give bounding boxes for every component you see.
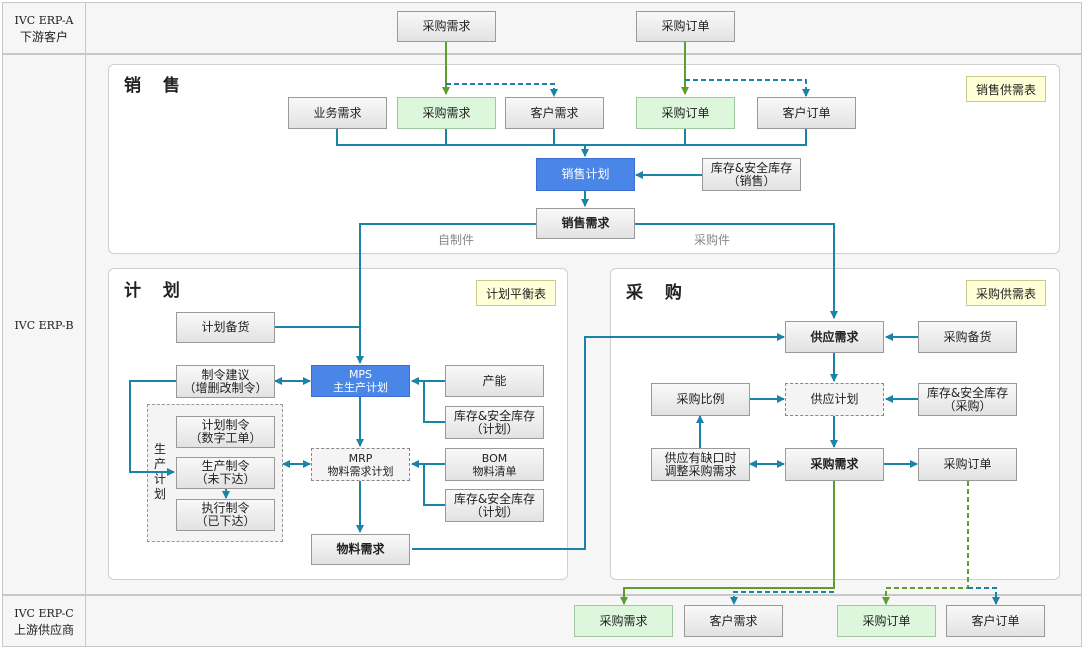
business-demand-box[interactable]: 业务需求 — [288, 97, 387, 129]
lane-a-code: IVC ERP-A — [3, 12, 85, 29]
purchase-order-box[interactable]: 采购订单 — [918, 448, 1017, 481]
purchase-title: 采 购 — [626, 283, 690, 303]
lane-a-code-text: IVC ERP-A — [14, 14, 74, 27]
lane-b-code-text: IVC ERP-B — [14, 319, 74, 332]
lane-c-code-text: IVC ERP-C — [14, 607, 74, 620]
lane-c-code: IVC ERP-C — [3, 605, 85, 622]
top-purchase-order-box[interactable]: 采购订单 — [636, 11, 735, 42]
supply-plan-box[interactable]: 供应计划 — [785, 383, 884, 416]
production-plan-group-label: 生产计划 — [153, 442, 166, 501]
inventory-purchase-box[interactable]: 库存&安全库存 （采购） — [918, 383, 1017, 416]
sales-customer-demand-box[interactable]: 客户需求 — [505, 97, 604, 129]
purchase-supply-demand-table-note[interactable]: 采购供需表 — [966, 280, 1046, 306]
order-suggestion-box[interactable]: 制令建议 （增删改制令） — [176, 365, 275, 398]
plan-title: 计 划 — [124, 281, 188, 301]
purchase-demand-box[interactable]: 采购需求 — [785, 448, 884, 481]
supplier-customer-order-box[interactable]: 客户订单 — [946, 605, 1045, 637]
lane-c-name: 上游供应商 — [13, 623, 74, 637]
lane-a-header: IVC ERP-A 下游客户 — [3, 3, 86, 53]
material-demand-box[interactable]: 物料需求 — [311, 534, 410, 565]
sales-purchase-order-box[interactable]: 采购订单 — [636, 97, 735, 129]
production-order-box[interactable]: 生产制令 （未下达） — [176, 457, 275, 489]
capacity-box[interactable]: 产能 — [445, 365, 544, 397]
mps-box[interactable]: MPS 主生产计划 — [311, 365, 410, 397]
plan-stock-box[interactable]: 计划备货 — [176, 312, 275, 343]
sales-demand-box[interactable]: 销售需求 — [536, 208, 635, 239]
inventory-plan-box-1[interactable]: 库存&安全库存 （计划） — [445, 406, 544, 439]
purchased-label: 采购件 — [694, 233, 731, 247]
lane-a-name: 下游客户 — [19, 30, 68, 44]
sales-supply-demand-table-note[interactable]: 销售供需表 — [966, 76, 1046, 102]
supplier-purchase-order-box[interactable]: 采购订单 — [837, 605, 936, 637]
purchase-ratio-box[interactable]: 采购比例 — [651, 383, 750, 416]
sales-title: 销 售 — [124, 76, 188, 96]
self-made-label: 自制件 — [438, 233, 475, 247]
top-purchase-demand-box[interactable]: 采购需求 — [397, 11, 496, 42]
inventory-sales-box[interactable]: 库存&安全库存 （销售） — [702, 158, 801, 191]
supplier-purchase-demand-box[interactable]: 采购需求 — [574, 605, 673, 637]
supply-demand-box[interactable]: 供应需求 — [785, 321, 884, 353]
exec-order-box[interactable]: 执行制令 （已下达） — [176, 499, 275, 531]
lane-b-header: IVC ERP-B — [3, 55, 86, 594]
plan-balance-table-note[interactable]: 计划平衡表 — [476, 280, 556, 306]
sales-purchase-demand-box[interactable]: 采购需求 — [397, 97, 496, 129]
inventory-plan-box-2[interactable]: 库存&安全库存 （计划） — [445, 489, 544, 522]
bom-box[interactable]: BOM 物料清单 — [445, 448, 544, 481]
sales-customer-order-box[interactable]: 客户订单 — [757, 97, 856, 129]
sales-plan-box[interactable]: 销售计划 — [536, 158, 635, 191]
lane-b-code: IVC ERP-B — [3, 317, 85, 334]
shortage-adjust-box[interactable]: 供应有缺口时 调整采购需求 — [651, 448, 750, 481]
plan-order-box[interactable]: 计划制令 （数字工单） — [176, 416, 275, 448]
supplier-customer-demand-box[interactable]: 客户需求 — [684, 605, 783, 637]
lane-erp-a: IVC ERP-A 下游客户 — [2, 2, 1082, 54]
mrp-box[interactable]: MRP 物料需求计划 — [311, 448, 410, 481]
lane-c-header: IVC ERP-C 上游供应商 — [3, 596, 86, 646]
purchase-stock-box[interactable]: 采购备货 — [918, 321, 1017, 353]
